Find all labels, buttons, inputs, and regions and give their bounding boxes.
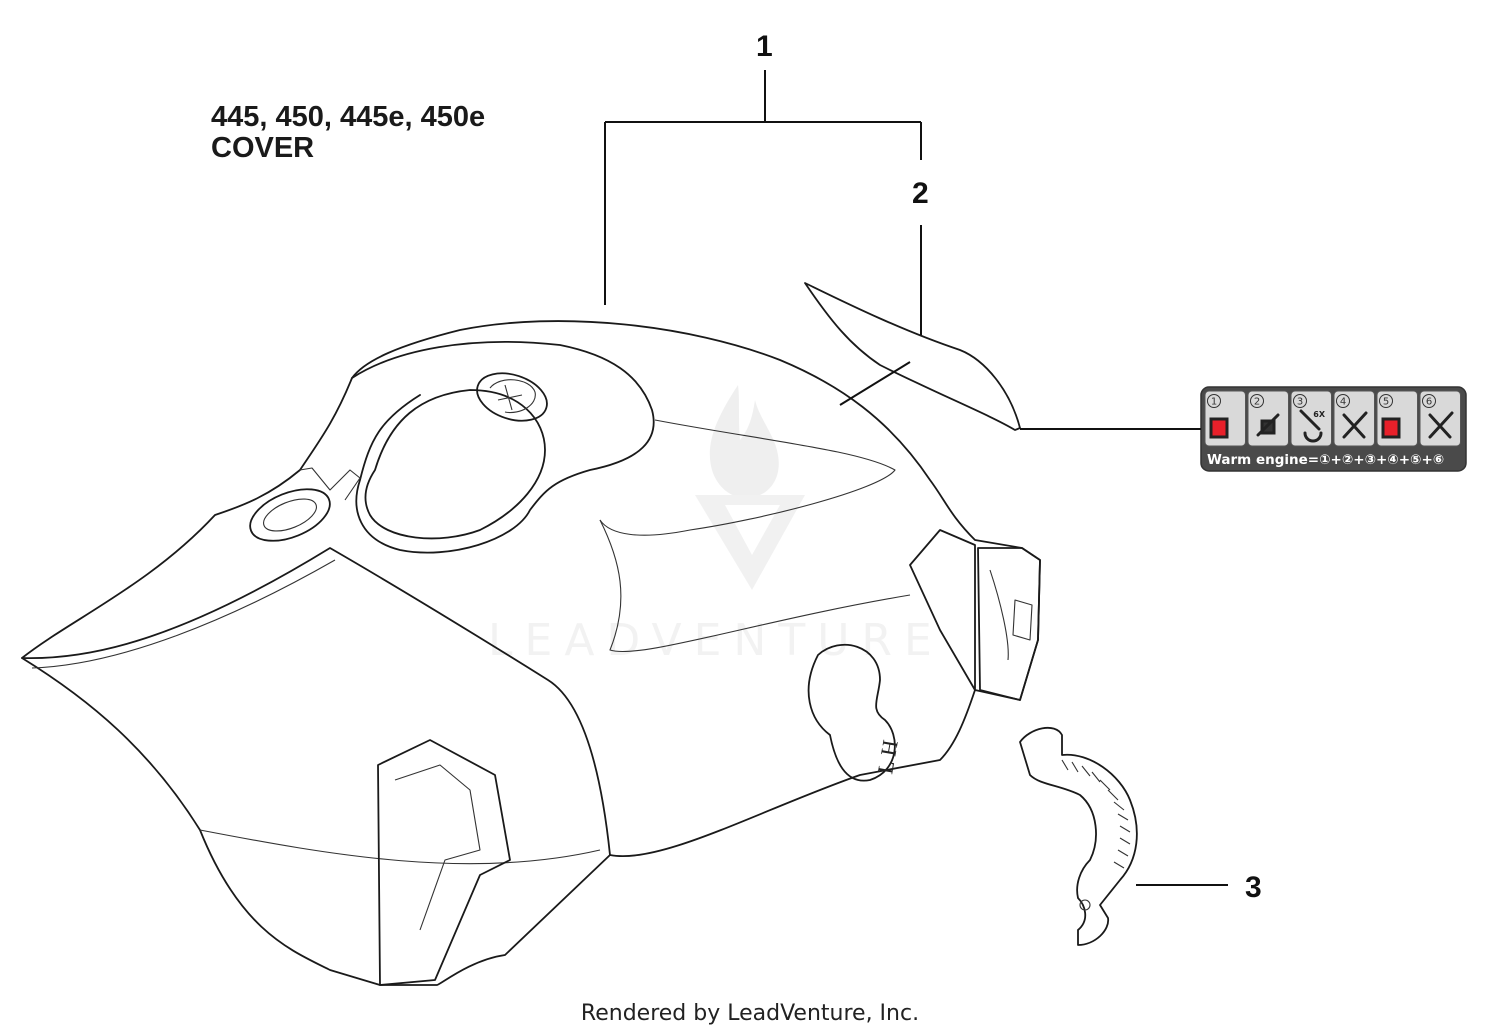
decal-step-number-ring	[1293, 394, 1307, 408]
handle-outline	[1019, 726, 1138, 946]
decal-step-1: 1	[1204, 390, 1246, 447]
callout-3: 3	[1245, 871, 1262, 904]
fuel-cap-opening	[249, 467, 361, 542]
decal-step-pictogram-icon	[1381, 417, 1401, 439]
watermark-flame-icon	[709, 385, 779, 499]
callout-1: 1	[756, 30, 773, 63]
decal-step-number-ring	[1379, 394, 1393, 408]
decal-step-pictogram-icon	[1299, 409, 1323, 443]
watermark-text: LEADVENTURE	[488, 615, 944, 666]
cover-dome-inner	[364, 389, 546, 540]
decal-step-pictogram-icon	[1428, 411, 1454, 439]
cover-front-panel-inner	[31, 559, 336, 669]
cover-rear-vent	[909, 529, 976, 691]
handle-pivot	[1079, 899, 1091, 911]
handle-grip	[1061, 759, 1131, 869]
decal-step-number: 5	[1383, 397, 1389, 408]
decal-step-number: 1	[1211, 397, 1217, 408]
cover-bottom-edge	[199, 829, 601, 865]
callout-2: 2	[912, 177, 929, 210]
cover-outline	[21, 320, 1041, 986]
decal-caption: Warm engine=①+②+③+④+⑤+⑥	[1207, 452, 1444, 468]
side-mark-lh: L H	[872, 738, 903, 776]
decal-step-3: 3 6X	[1290, 390, 1332, 447]
decal-step-number-ring	[1422, 394, 1436, 408]
footer-credit: Rendered by LeadVenture, Inc.	[580, 1001, 920, 1026]
handle-part	[1019, 726, 1138, 946]
decal-step-4: 4	[1333, 390, 1375, 447]
watermark: LEADVENTURE	[488, 385, 944, 666]
decal-strip-part	[804, 282, 1021, 431]
decal-step-pictogram-icon	[1209, 417, 1229, 439]
decal-step-number: 4	[1340, 397, 1346, 408]
decal-step-number: 3	[1297, 397, 1303, 408]
decal-step-number: 2	[1254, 397, 1260, 408]
cover-front-inlet	[377, 739, 511, 986]
cover-front-panel	[21, 547, 611, 856]
decal-step-pictogram-icon	[1256, 413, 1280, 437]
diagram-title: 445, 450, 445e, 450e COVER	[211, 102, 485, 164]
cover-part: L H	[21, 320, 1041, 986]
watermark-v-icon	[695, 495, 805, 590]
cover-body-curve-2	[599, 519, 911, 653]
leader-1	[604, 70, 922, 305]
decal-step-number-ring	[1336, 394, 1350, 408]
leader-lines	[604, 70, 1228, 886]
decal-step-badge: 6X	[1313, 410, 1326, 419]
decal-step-number-ring	[1250, 394, 1264, 408]
starting-decal: 1 2 3 6X 4 5 6 Warm engine=①+②+③+④+⑤+⑥	[1200, 386, 1467, 472]
husqvarna-logo-icon	[476, 372, 548, 422]
decal-step-5: 5	[1376, 390, 1418, 447]
cover-side-recess	[807, 643, 896, 782]
decal-step-pictogram-icon	[1342, 411, 1368, 439]
cover-dome	[351, 341, 655, 554]
title-models: 445, 450, 445e, 450e	[211, 101, 486, 133]
decal-step-number-ring	[1207, 394, 1221, 408]
decal-step-2: 2	[1247, 390, 1289, 447]
decal-step-number: 6	[1426, 397, 1432, 408]
cover-front-inlet-inner	[394, 764, 481, 931]
stop-switch-label-icon	[977, 547, 1041, 701]
decal-step-6: 6	[1419, 390, 1461, 447]
leader-2	[839, 225, 922, 406]
title-name: COVER	[211, 132, 315, 164]
cover-body-curve-1	[599, 419, 896, 536]
